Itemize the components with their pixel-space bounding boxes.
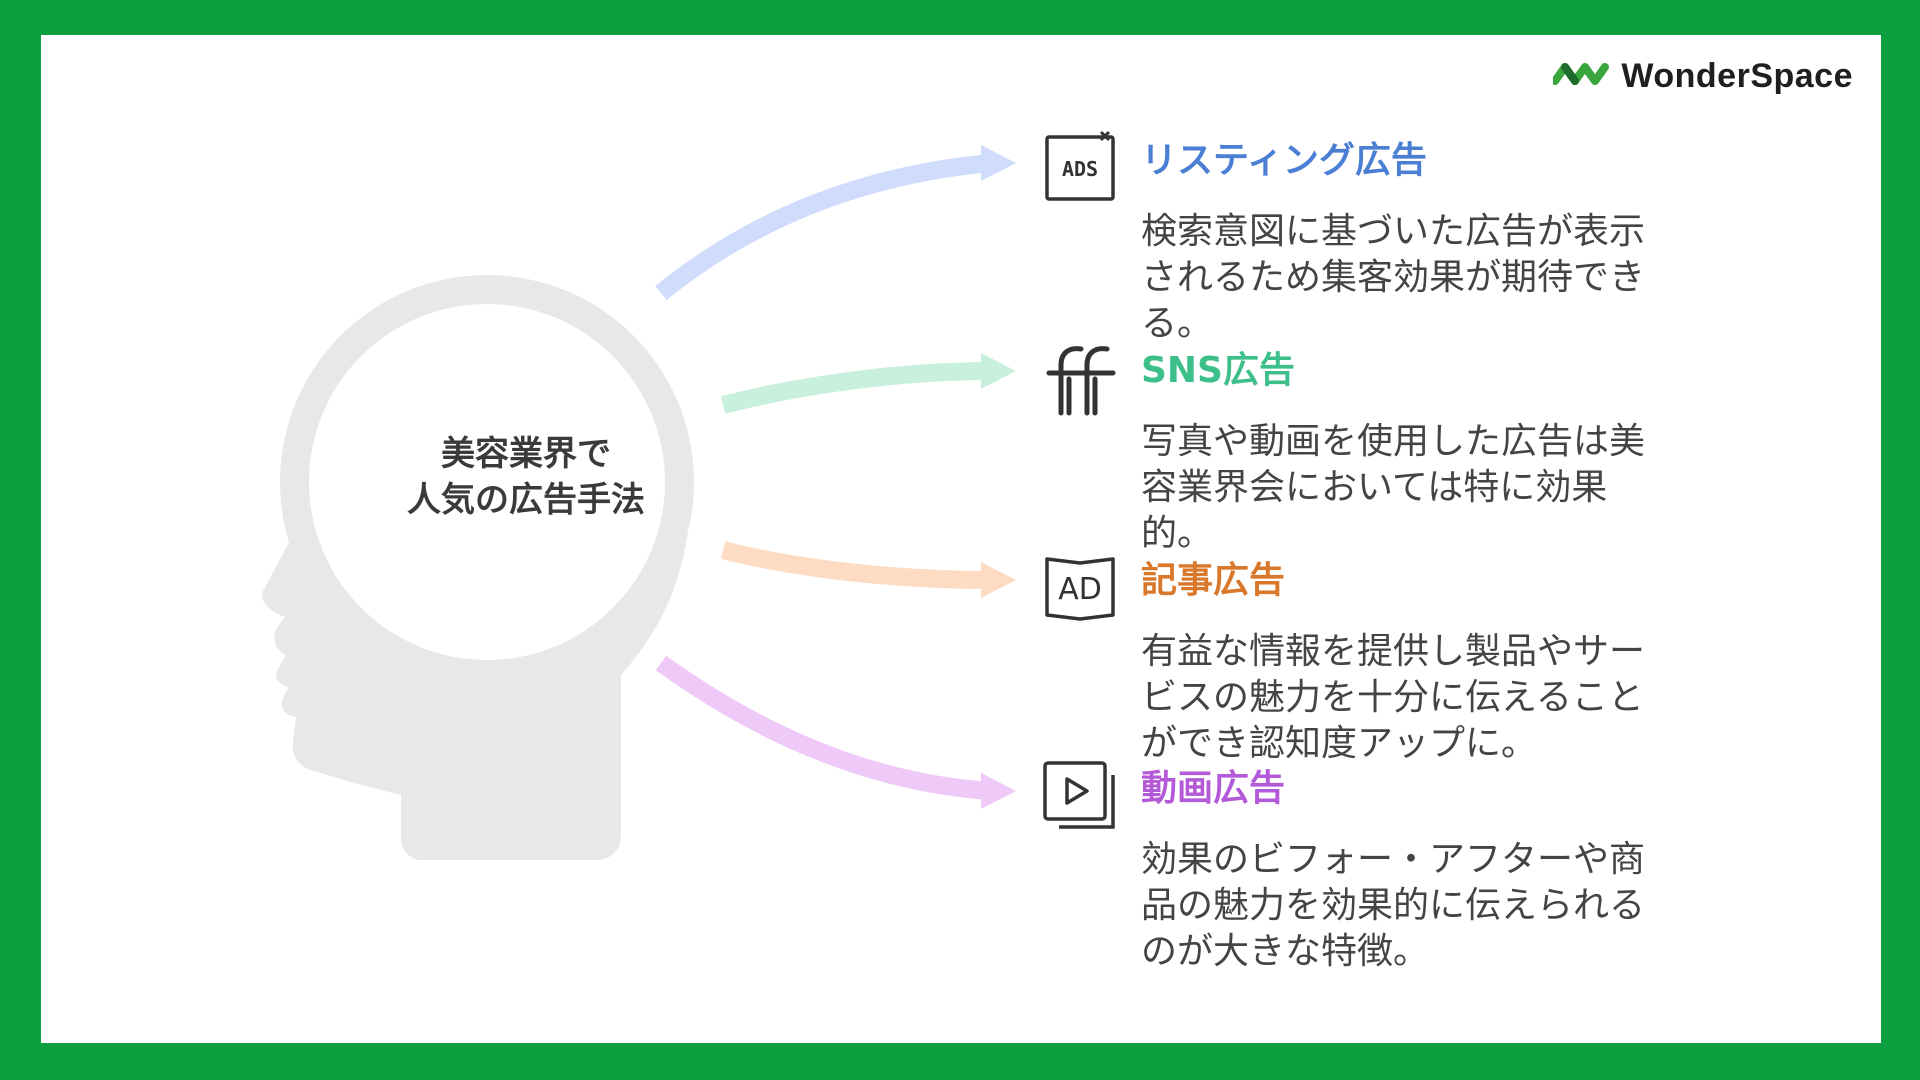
ad-book-icon-text: AD (1058, 572, 1102, 607)
center-title-line: 美容業界で (441, 434, 611, 474)
item-desc-listing: 検索意図に基づいた広告が表示されるため集客効果が期待できる。 (1141, 211, 1646, 344)
slide-card: WonderSpace 美容業界で人気の広告手法 ADS (41, 35, 1881, 1043)
arrow-sns (720, 353, 1016, 414)
ad-book-icon: AD (1045, 557, 1115, 621)
center-title: 美容業界で人気の広告手法 (326, 431, 726, 523)
arrows-layer (655, 145, 1016, 809)
item-title-listing: リスティング広告 (1141, 140, 1427, 181)
center-title-line: 人気の広告手法 (407, 480, 645, 520)
item-title-sns: SNS広告 (1141, 350, 1295, 391)
item-desc-article: 有益な情報を提供し製品やサービスの魅力を十分に伝えることができ認知度アップに。 (1141, 631, 1646, 764)
arrow-listing (655, 145, 1016, 300)
arrow-article (720, 541, 1016, 598)
brand-logo: WonderSpace (1553, 57, 1853, 96)
item-desc-sns: 写真や動画を使用した広告は美容業界会においては特に効果的。 (1141, 421, 1646, 554)
social-ff-icon (1046, 346, 1116, 416)
ads-icon-text: ADS (1062, 157, 1098, 181)
head-silhouette (262, 275, 694, 860)
brand-name: WonderSpace (1621, 57, 1853, 95)
video-play-icon (1043, 761, 1115, 829)
wonderspace-logo-icon (1553, 62, 1610, 85)
item-title-article: 記事広告 (1141, 560, 1286, 601)
arrow-video (655, 655, 1016, 809)
item-desc-video: 効果のビフォー・アフターや商品の魅力を効果的に伝えられるのが大きな特徴。 (1141, 839, 1646, 972)
center-title-text: 美容業界で人気の広告手法 (326, 431, 726, 523)
ads-icon: ADS (1045, 130, 1115, 201)
center-circle (309, 304, 665, 660)
item-title-video: 動画広告 (1141, 768, 1286, 809)
